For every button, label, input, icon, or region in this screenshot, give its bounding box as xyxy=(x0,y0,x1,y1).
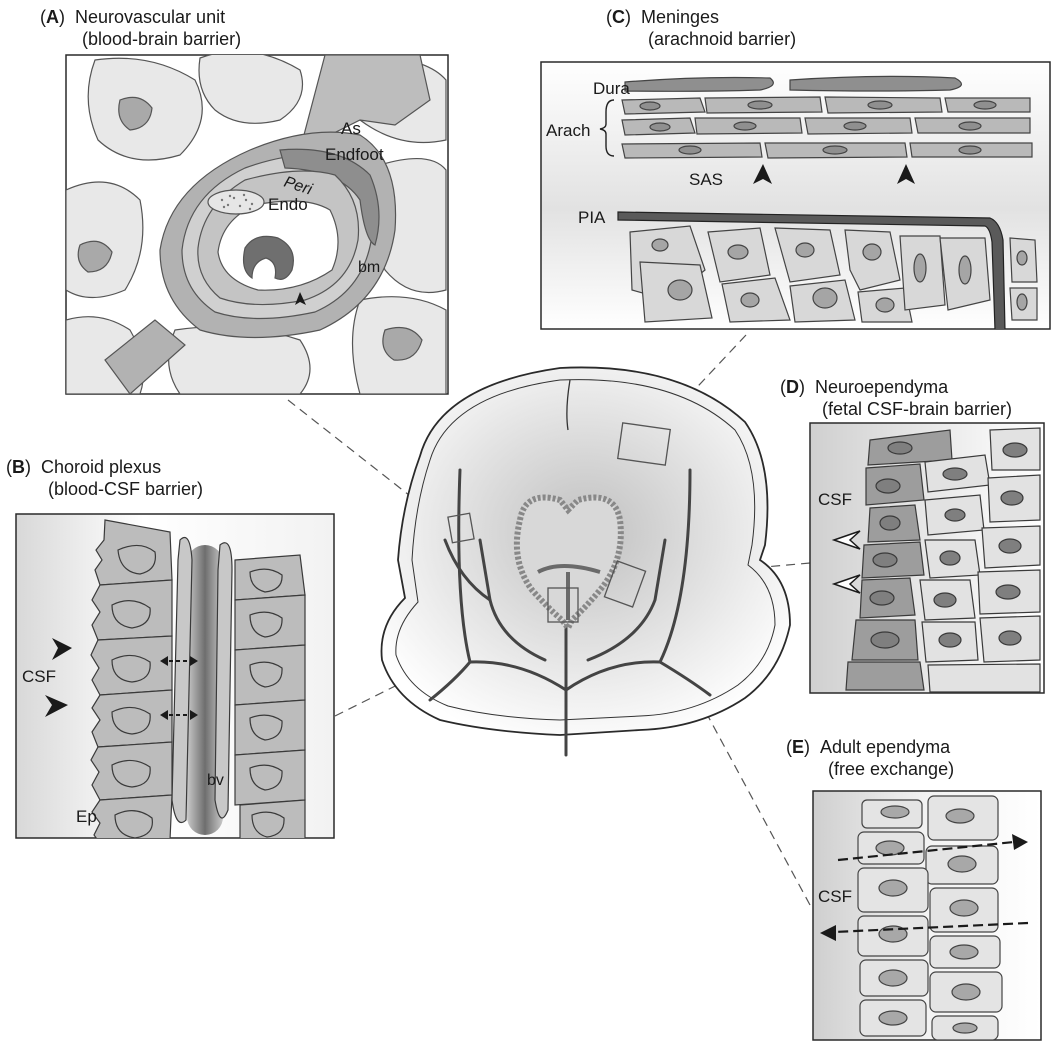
epithelium-left xyxy=(91,520,172,850)
panel-b-illustration: CSF bv Ep xyxy=(16,514,334,850)
epithelium-right xyxy=(235,555,305,842)
label-endfoot: Endfoot xyxy=(325,145,384,164)
panel-d-illustration: CSF xyxy=(810,423,1044,693)
label-arach: Arach xyxy=(546,121,590,140)
label-endo: Endo xyxy=(268,195,308,214)
panel-c-illustration: Dura Arach SAS PIA xyxy=(541,62,1050,330)
panel-a-illustration: As Endfoot Peri Endo bm xyxy=(66,51,448,394)
label-bv: bv xyxy=(207,772,224,789)
ependymal-cells xyxy=(858,796,1002,1040)
label-sas: SAS xyxy=(689,170,723,189)
label-as: As xyxy=(341,119,361,138)
panel-e-illustration: CSF xyxy=(813,791,1041,1040)
label-csf-e: CSF xyxy=(818,887,852,906)
label-pia: PIA xyxy=(578,208,606,227)
dura-cell xyxy=(790,76,961,91)
panel-e-frame xyxy=(813,791,1041,1040)
label-bm: bm xyxy=(358,259,380,276)
label-csf-d: CSF xyxy=(818,490,852,509)
label-ep: Ep xyxy=(76,807,97,826)
label-csf-b: CSF xyxy=(22,667,56,686)
brain-section xyxy=(381,367,790,755)
label-dura: Dura xyxy=(593,79,630,98)
endothelial-nucleus xyxy=(208,190,264,214)
